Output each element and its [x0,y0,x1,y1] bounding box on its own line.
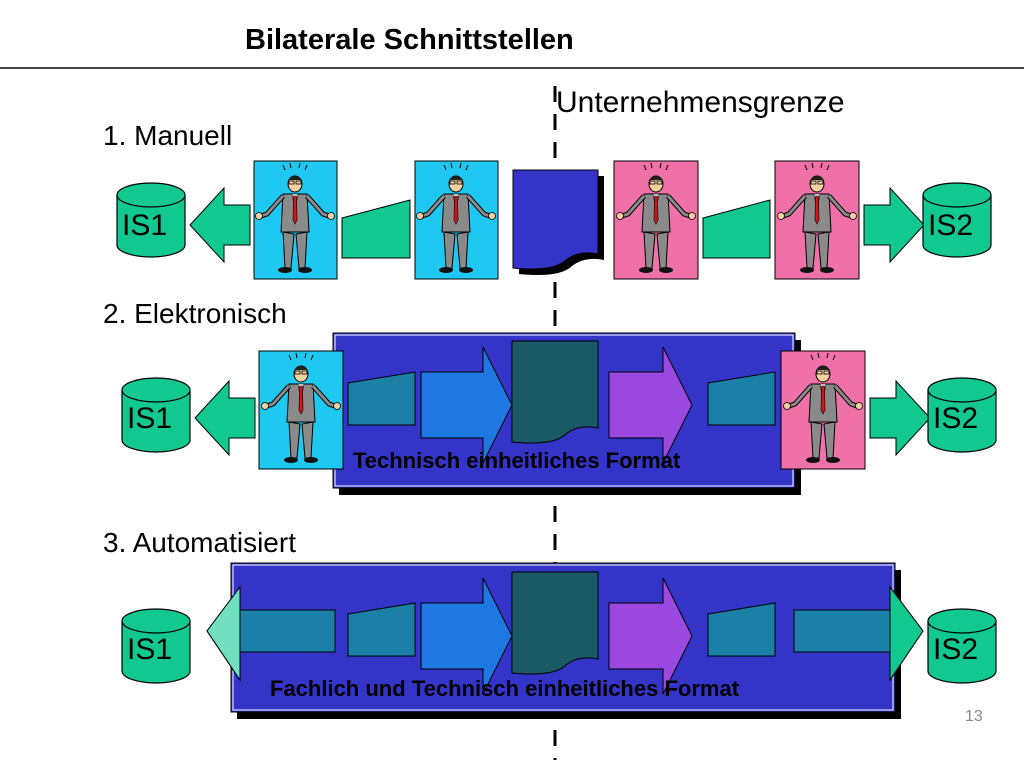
document-row3 [511,571,599,675]
arrow-left-row2 [194,379,256,457]
is2-cylinder-row1 [922,182,992,258]
panel-caption-row3: Fachlich und Technisch einheitliches For… [270,676,740,701]
is1-label-row1: IS1 [122,209,168,242]
slide-title: Bilaterale Schnittstellen [245,24,574,56]
is1-cylinder-row2 [121,377,191,453]
converter-row3-left [347,602,416,657]
converter-row2-left [347,371,416,426]
is2-cylinder-row2 [927,377,997,453]
arrow-blue-row3 [420,577,513,695]
input-device-row1-right [702,199,771,259]
arrow-right-row2 [869,379,931,457]
is2-label-row2: IS2 [933,402,979,435]
row-1-label: 1. Manuell [103,120,233,151]
converter-row2-right [707,371,776,426]
is1-cylinder-row3 [121,608,191,684]
is2-cylinder-row3 [927,608,997,684]
page-number: 13 [965,708,983,725]
title-divider [0,67,1024,69]
arrow-purple-row2 [608,346,693,464]
company-boundary-label: Unternehmensgrenze [556,86,845,119]
arrow-left-row1 [189,186,251,264]
arrow-right-row1 [863,186,925,264]
row-2-label: 2. Elektronisch [103,298,287,329]
input-device-row1-left [341,199,411,259]
paper-document-row1 [512,169,604,275]
document-row2 [511,340,599,444]
arrow-purple-row3 [608,577,693,695]
is1-label-row3: IS1 [127,633,173,666]
is1-cylinder-row1 [116,182,186,258]
is2-label-row1: IS2 [928,209,974,242]
panel-caption-row2: Technisch einheitliches Format [353,448,681,473]
arrow-blue-row2 [420,346,513,464]
is1-label-row2: IS1 [127,402,173,435]
converter-row3-right [707,602,776,657]
is2-label-row3: IS2 [933,633,979,666]
row-3-label: 3. Automatisiert [103,527,296,558]
